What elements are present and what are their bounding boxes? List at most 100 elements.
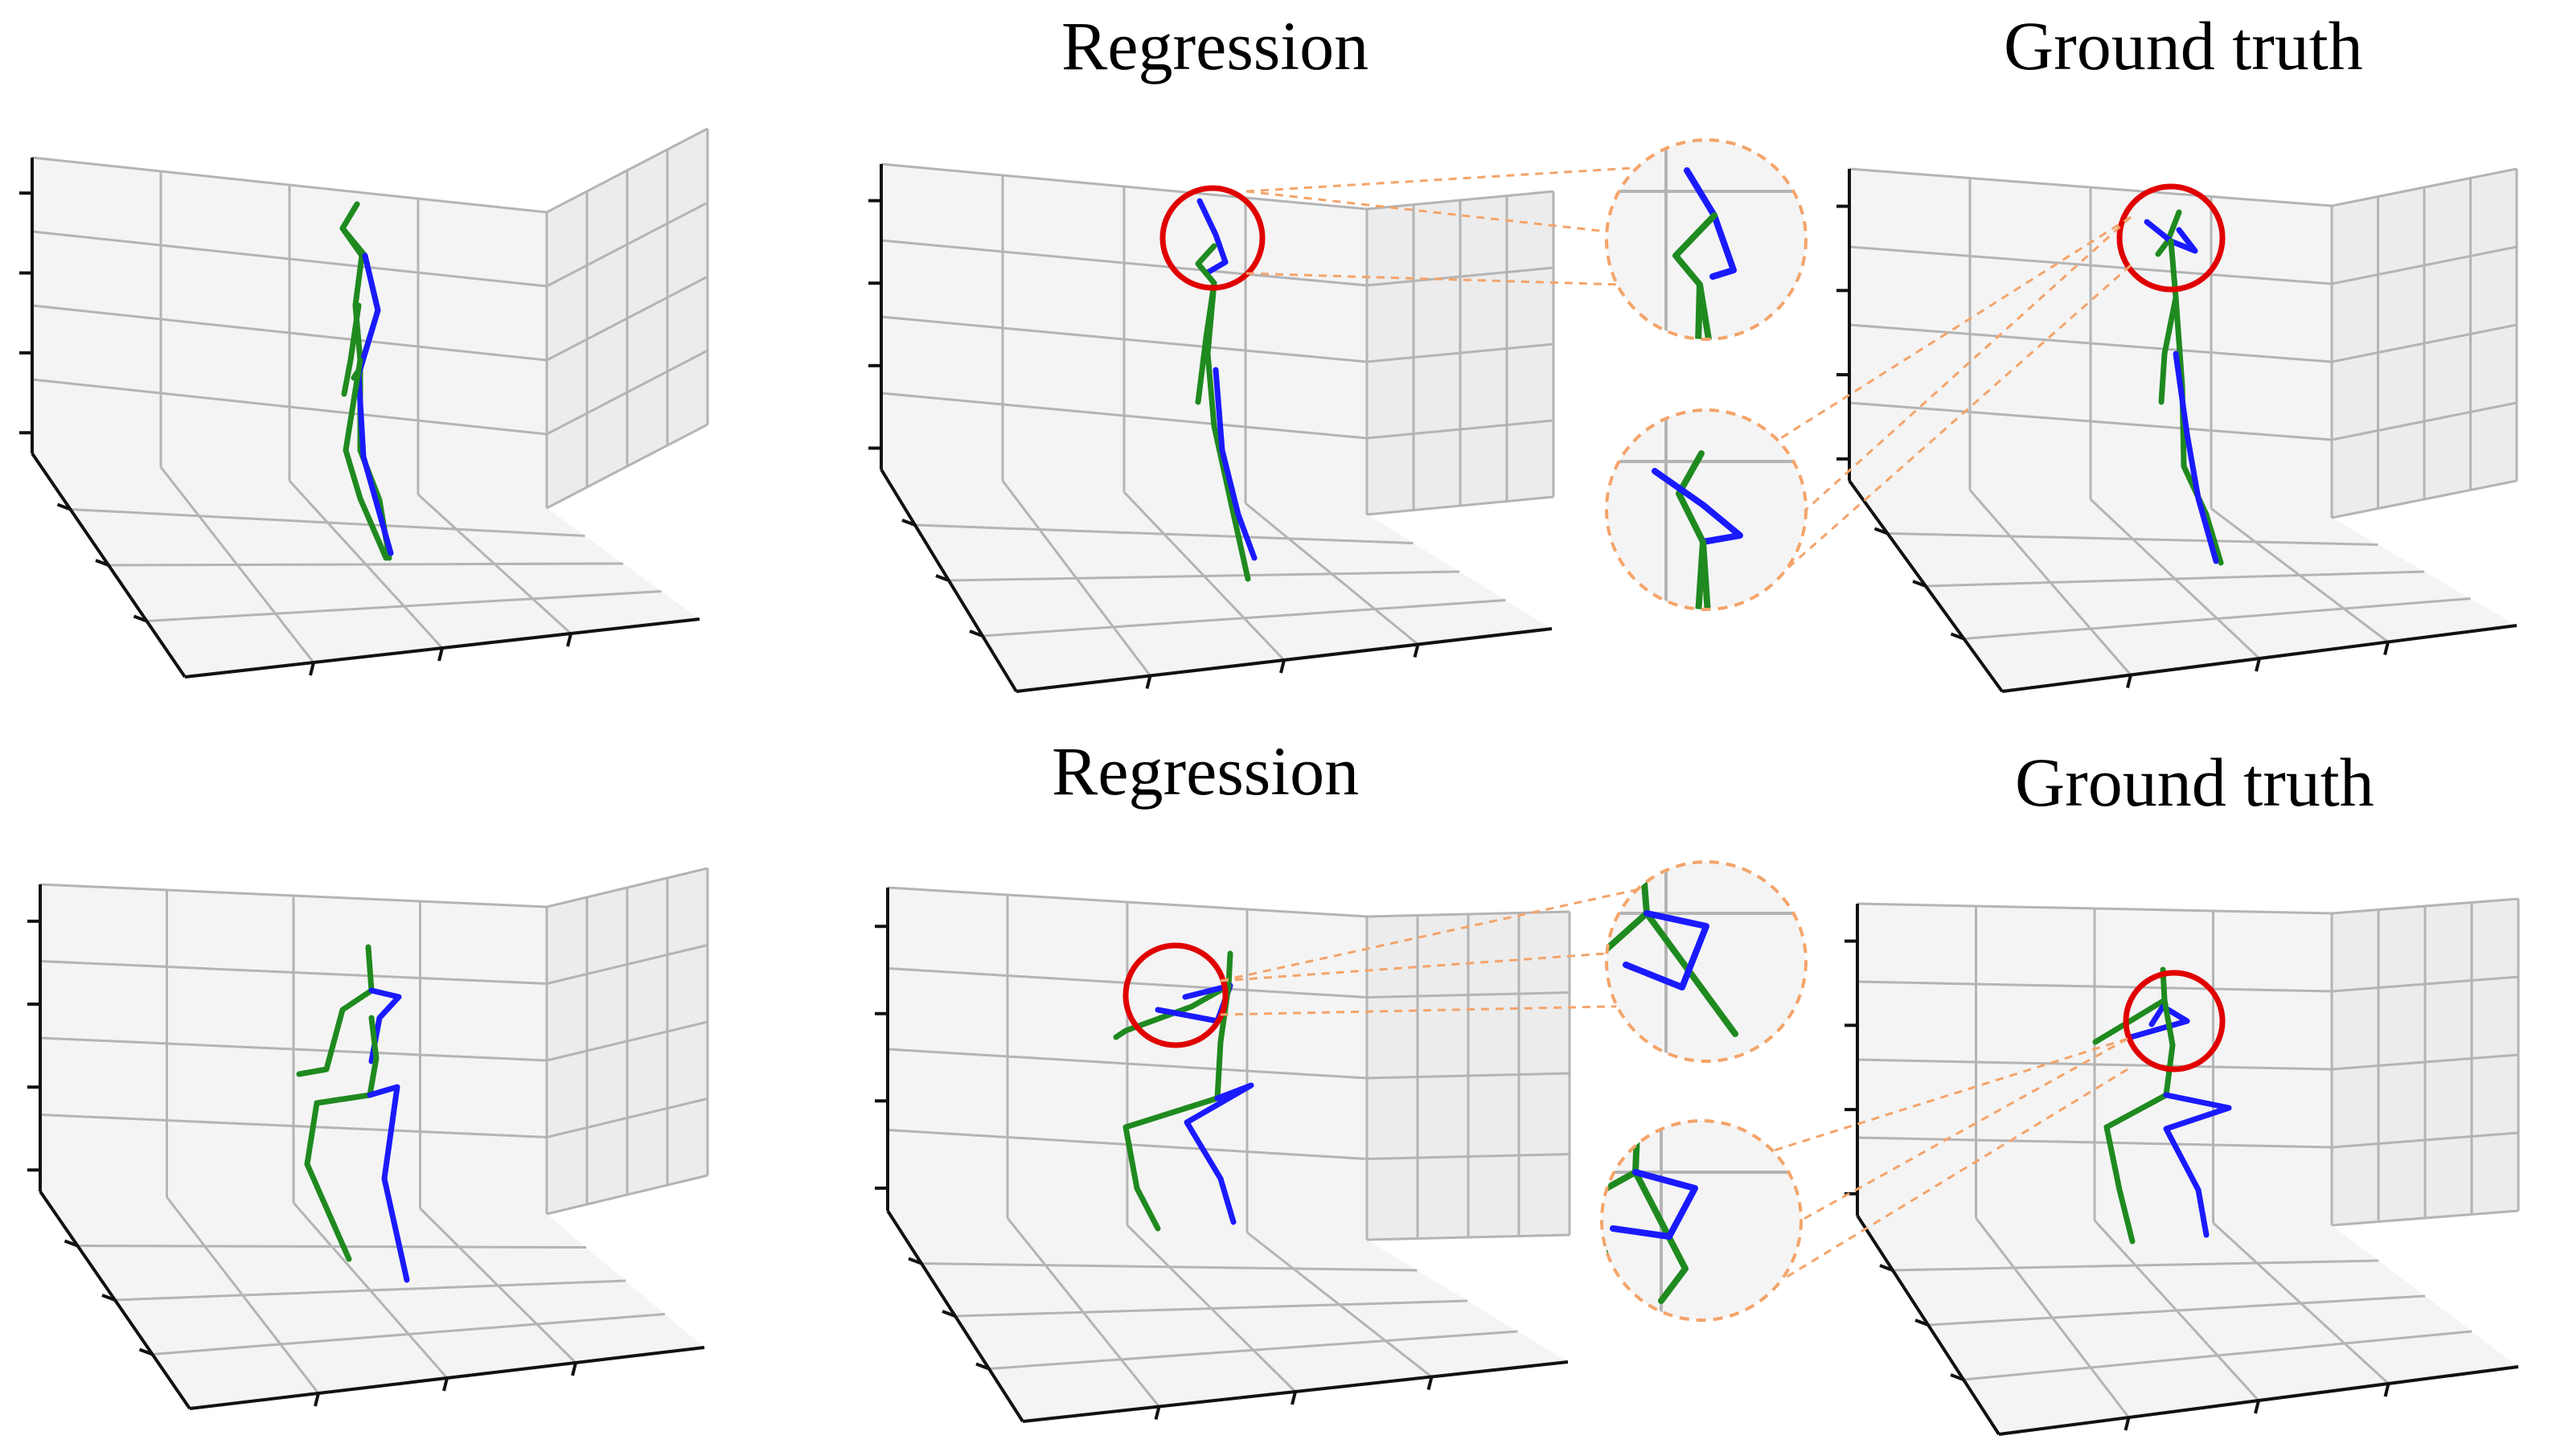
skeleton-limb xyxy=(1652,468,1743,545)
grid-line xyxy=(114,1279,626,1302)
grid-line xyxy=(1366,1153,1570,1160)
zoom-lens-top-ground-truth xyxy=(1605,408,1808,611)
zoom-lens-bottom-regression-content xyxy=(1607,862,1806,1061)
grid-line xyxy=(1964,597,2471,640)
grid-line xyxy=(1857,1058,2333,1071)
skeleton-limb xyxy=(1610,1169,1698,1240)
grid-line xyxy=(1366,342,1554,363)
x-tick xyxy=(566,633,572,647)
zoom-lens-bottom-ground-truth xyxy=(1600,1119,1803,1322)
skeleton-limb xyxy=(2103,997,2176,1245)
x-tick xyxy=(1279,659,1286,674)
skeleton-limb xyxy=(1672,212,1717,339)
zoom-connector-line xyxy=(1245,190,1607,233)
y-tick xyxy=(64,1239,79,1248)
x-tick xyxy=(571,1362,577,1376)
grid-line xyxy=(887,1048,1368,1080)
skeleton-limb xyxy=(341,302,362,397)
grid-line xyxy=(914,523,1414,544)
grid-line xyxy=(1366,419,1554,440)
zoom-lens-top-ground-truth-content xyxy=(1607,410,1806,609)
skeleton-limb xyxy=(296,944,375,1077)
x-tick xyxy=(2383,642,2390,655)
grid-line xyxy=(70,508,585,537)
grid-line xyxy=(1963,1330,2472,1381)
grid-line xyxy=(546,275,708,362)
caption-ground-truth-top: Ground truth xyxy=(2004,7,2363,84)
grid-line xyxy=(1857,980,2333,993)
caption-regression-bottom: Regression xyxy=(1052,732,1360,810)
x-tick xyxy=(1413,644,1420,658)
grid-line xyxy=(1366,1072,1570,1080)
y-tick xyxy=(1950,632,1965,641)
skeleton-limb xyxy=(1684,167,1737,280)
grid-line xyxy=(152,1313,666,1356)
zoom-lens-bottom-ground-truth-content xyxy=(1602,1121,1801,1320)
y-tick xyxy=(942,1310,956,1318)
grid-line xyxy=(77,1245,587,1249)
skeleton-limb xyxy=(2173,294,2224,566)
x-tick xyxy=(2124,1417,2131,1431)
grid-line xyxy=(880,392,1368,440)
zoom-connector-line xyxy=(1220,888,1637,982)
skeleton-limb xyxy=(2163,1092,2232,1238)
grid-line xyxy=(39,1114,548,1138)
grid-line xyxy=(546,1020,708,1062)
grid-line xyxy=(546,349,708,436)
zoom-connector-line xyxy=(1220,952,1607,982)
skeleton-limb xyxy=(1623,910,1709,990)
grid-line xyxy=(880,315,1368,363)
x-tick xyxy=(2255,658,2261,672)
floor-pane xyxy=(1857,1216,2518,1434)
pane-edge xyxy=(1366,495,1554,516)
x-tick xyxy=(2383,1383,2390,1397)
grid-line xyxy=(2331,975,2519,993)
pane-edge xyxy=(2331,479,2518,519)
zoom-lens-top-regression xyxy=(1605,138,1808,341)
y-tick xyxy=(1873,527,1889,535)
pane-edge xyxy=(1366,1233,1570,1241)
y-tick xyxy=(133,614,148,623)
floor-pane xyxy=(881,470,1552,691)
grid-line xyxy=(880,239,1368,287)
grid-line xyxy=(1849,323,2333,363)
grid-line xyxy=(146,590,662,622)
skeleton-limb xyxy=(1700,539,1711,609)
highlight-circle-top-ground-truth xyxy=(2116,183,2226,293)
zoom-lens-top-regression-content xyxy=(1607,140,1806,339)
grid-line xyxy=(982,599,1506,638)
grid-line xyxy=(546,201,708,288)
skeleton-limb xyxy=(1196,198,1229,277)
grid-line xyxy=(1925,570,2425,588)
skeleton-limb xyxy=(2173,351,2219,564)
panel-bottom-input xyxy=(27,867,709,1410)
skeleton-limb xyxy=(1113,950,1233,1040)
panel-bottom-regression xyxy=(875,886,1571,1423)
panel-top-input xyxy=(19,127,709,679)
highlight-circle-top-regression xyxy=(1159,185,1266,291)
skeleton-limb xyxy=(2144,219,2198,254)
zoom-connector-line xyxy=(1772,1037,2128,1152)
grid-line xyxy=(1892,1259,2379,1272)
caption-regression-top: Regression xyxy=(1061,7,1369,84)
skeleton-limb xyxy=(1204,280,1251,582)
skeleton-limb xyxy=(2092,966,2168,1045)
x-tick xyxy=(437,647,444,662)
skeleton-limb xyxy=(1602,1249,1608,1272)
y-tick xyxy=(138,1347,154,1356)
grid-line xyxy=(2331,401,2518,441)
grid-line xyxy=(948,570,1460,582)
grid-line xyxy=(2331,1053,2519,1071)
x-tick xyxy=(442,1377,449,1392)
zoom-connector-line xyxy=(1777,215,2132,441)
grid-line xyxy=(1366,991,1570,999)
grid-line xyxy=(31,230,548,288)
y-tick xyxy=(908,1257,922,1265)
zoom-connector-line xyxy=(1245,166,1637,193)
grid-line xyxy=(39,960,548,985)
zoom-connector-line xyxy=(1245,272,1617,286)
grid-line xyxy=(988,1330,1518,1370)
y-tick xyxy=(1914,1319,1929,1327)
pane-edge xyxy=(546,423,708,510)
